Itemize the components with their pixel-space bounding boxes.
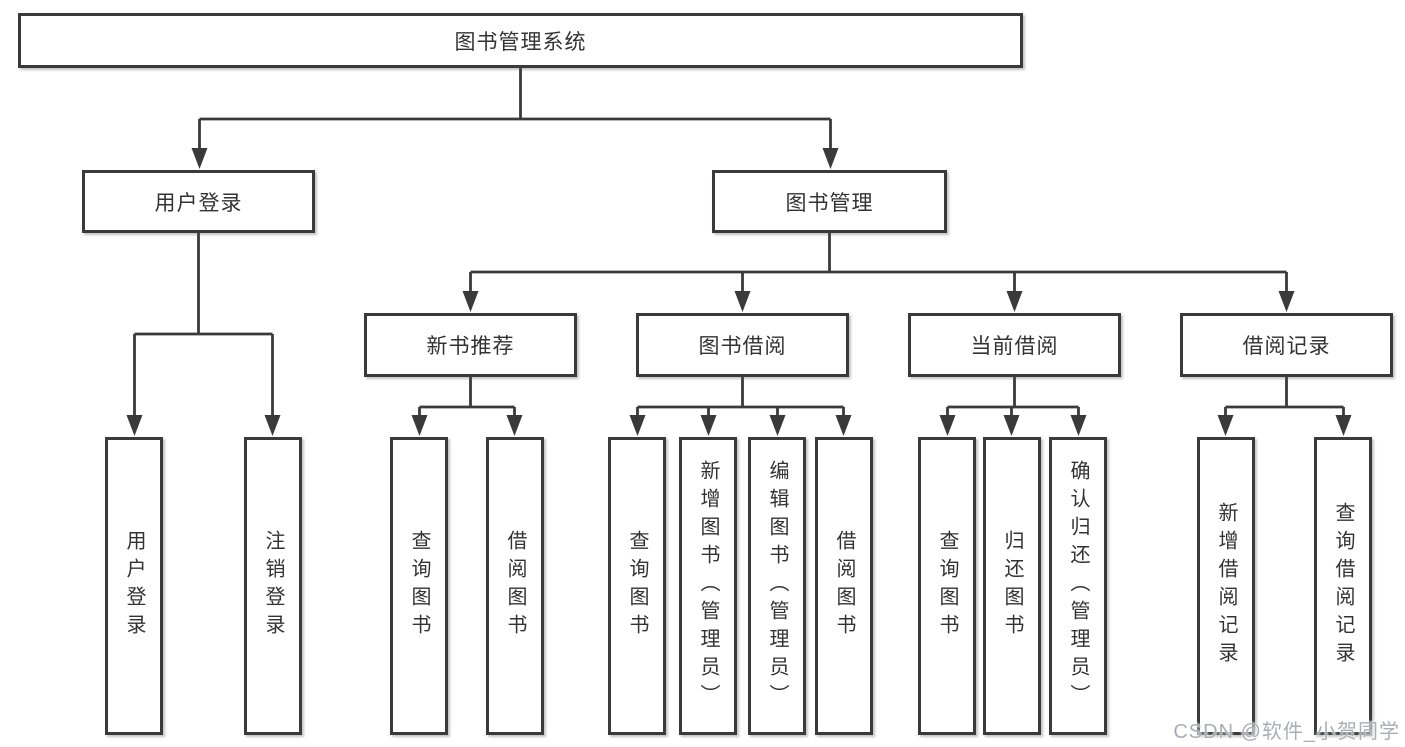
leaf-label: 查询图书: [408, 530, 430, 642]
leaf-confirm-return-admin: 确认归还（管理员）: [1049, 437, 1107, 735]
leaf-query-books-recommend: 查询图书: [390, 437, 448, 735]
leaf-add-borrow-record: 新增借阅记录: [1197, 437, 1255, 735]
csdn-watermark: CSDN @软件_小贺同学: [1173, 721, 1400, 743]
node-book-management-system: 图书管理系统: [18, 13, 1023, 68]
leaf-add-books-admin: 新增图书（管理员）: [679, 437, 737, 735]
leaf-borrow-books-recommend: 借阅图书: [486, 437, 544, 735]
leaf-label: 查询图书: [936, 530, 958, 642]
leaf-label: 查询借阅记录: [1332, 502, 1354, 670]
node-label: 新书推荐: [426, 335, 515, 358]
leaf-label: 用户登录: [123, 530, 145, 642]
leaf-label: 确认归还（管理员）: [1067, 460, 1089, 712]
leaf-return-books: 归还图书: [983, 437, 1041, 735]
leaf-label: 新增图书（管理员）: [697, 460, 719, 712]
leaf-user-login: 用户登录: [105, 437, 163, 735]
leaf-logout: 注销登录: [244, 437, 302, 735]
node-current-borrowing: 当前借阅: [908, 313, 1121, 377]
node-label: 用户登录: [154, 191, 243, 215]
leaf-query-books-current: 查询图书: [918, 437, 976, 735]
node-label: 当前借阅: [970, 335, 1059, 358]
node-label: 图书管理系统: [454, 30, 587, 54]
leaf-label: 借阅图书: [833, 530, 855, 642]
leaf-label: 归还图书: [1001, 530, 1023, 642]
leaf-label: 查询图书: [626, 530, 648, 642]
node-new-book-recommend: 新书推荐: [364, 313, 577, 377]
leaf-borrow-books-borrowing: 借阅图书: [815, 437, 873, 735]
leaf-label: 注销登录: [262, 530, 284, 642]
leaf-label: 编辑图书（管理员）: [766, 460, 788, 712]
node-label: 图书借阅: [698, 335, 787, 358]
node-label: 借阅记录: [1242, 335, 1331, 358]
node-borrow-records: 借阅记录: [1180, 313, 1393, 377]
leaf-edit-books-admin: 编辑图书（管理员）: [748, 437, 806, 735]
leaf-query-books-borrowing: 查询图书: [608, 437, 666, 735]
leaf-query-borrow-record: 查询借阅记录: [1314, 437, 1372, 735]
node-book-borrowing: 图书借阅: [636, 313, 849, 377]
node-label: 图书管理: [785, 191, 874, 215]
leaf-label: 借阅图书: [504, 530, 526, 642]
node-book-management: 图书管理: [712, 170, 947, 233]
leaf-label: 新增借阅记录: [1215, 502, 1237, 670]
node-user-login: 用户登录: [82, 170, 315, 233]
